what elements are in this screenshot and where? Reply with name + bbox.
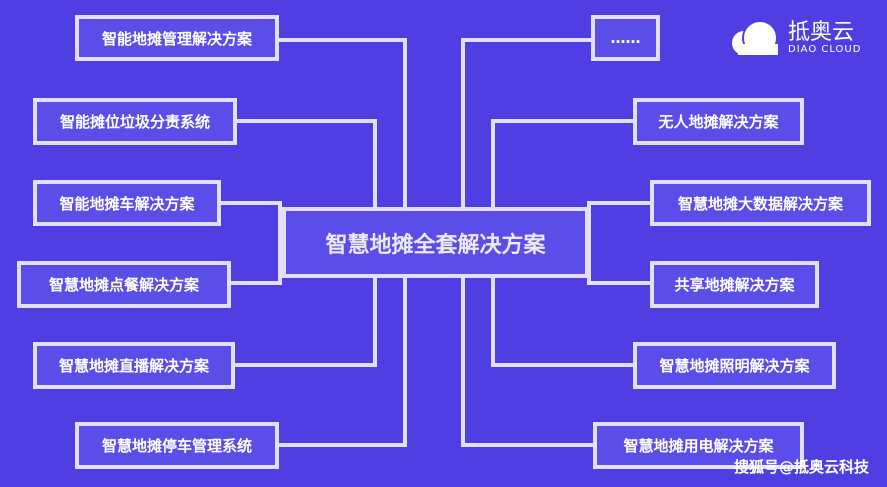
right-node-2: 无人地摊解决方案 [633, 98, 804, 145]
left-node-6: 智慧地摊停车管理系统 [75, 422, 279, 469]
right-node-6: 智慧地摊用电解决方案 [593, 422, 804, 469]
watermark: 搜狐号@抵奥云科技 [733, 458, 869, 476]
logo-name: 抵奥云 [788, 19, 855, 45]
left-node-4: 智慧地摊点餐解决方案 [17, 261, 231, 308]
right-node-3: 智慧地摊大数据解决方案 [650, 180, 871, 226]
left-node-1: 智能地摊管理解决方案 [75, 15, 279, 61]
left-node-3: 智能地摊车解决方案 [33, 180, 221, 226]
brand-logo: 抵奥云 DIAO CLOUD [730, 18, 861, 58]
central-topic: 智慧地摊全套解决方案 [282, 207, 589, 278]
cloud-icon [732, 20, 778, 56]
right-node-1: …… [591, 15, 660, 61]
left-node-5: 智慧地摊直播解决方案 [33, 342, 235, 389]
left-node-2: 智能摊位垃圾分责系统 [33, 98, 237, 145]
right-node-4: 共享地摊解决方案 [650, 261, 819, 308]
right-node-5: 智慧地摊照明解决方案 [633, 342, 836, 389]
logo-subtitle: DIAO CLOUD [788, 43, 862, 55]
